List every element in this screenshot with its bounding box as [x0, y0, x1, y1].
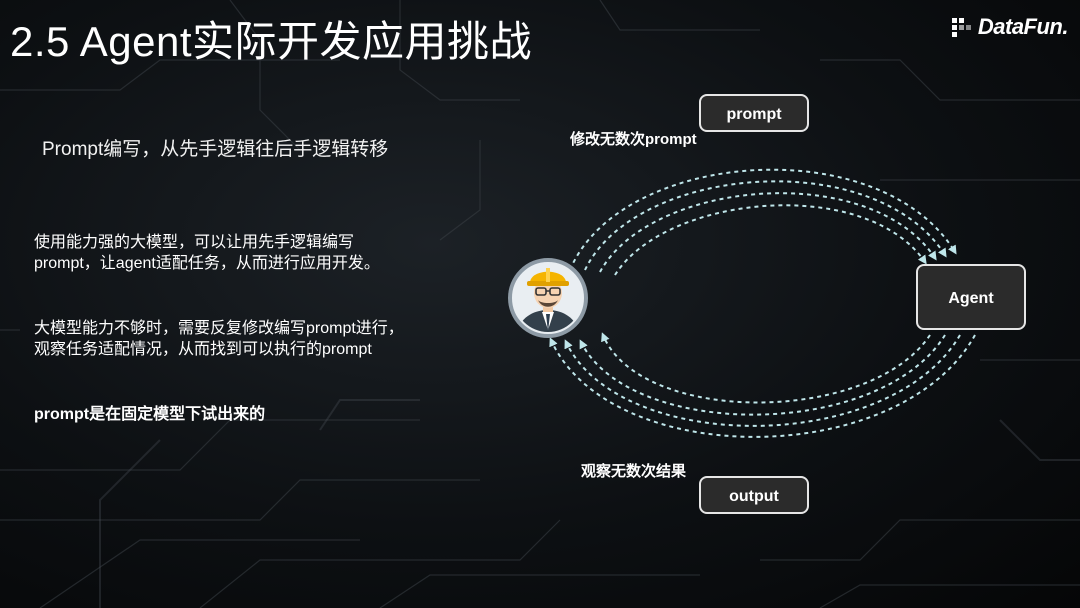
agent-node: Agent	[916, 264, 1026, 330]
prompt-node-label: prompt	[726, 106, 782, 123]
subtitle: Prompt编写，从先手逻辑往后手逻辑转移	[42, 139, 389, 160]
annotation-modify-prompt: 修改无数次prompt	[569, 130, 697, 148]
upper-arrow-1	[569, 168, 957, 271]
lower-arrow-2	[564, 334, 961, 427]
page-title: 2.5 Agent实际开发应用挑战	[10, 18, 532, 65]
datafun-logo-mark-icon	[951, 18, 971, 37]
annotation-observe-results: 观察无数次结果	[581, 462, 687, 480]
paragraph-strong-model: 使用能力强的大模型，可以让用先手逻辑编写prompt，让agent适配任务，从而…	[34, 234, 380, 272]
paragraph-weak-model: 大模型能力不够时，需要反复修改编写prompt进行，观察任务适配情况，从而找到可…	[34, 320, 404, 358]
upper-arrow-4	[614, 204, 927, 276]
output-node: output	[699, 476, 809, 514]
output-node-label: output	[729, 488, 779, 505]
upper-dashed-arrows	[569, 168, 957, 276]
upper-arrow-3	[599, 192, 937, 273]
prompt-node: prompt	[699, 94, 809, 132]
paragraph-conclusion: prompt是在固定模型下试出来的	[34, 406, 266, 423]
engineer-hardhat-icon	[508, 258, 588, 338]
datafun-logo: DataFun.	[950, 14, 1069, 40]
lower-dashed-arrows	[549, 332, 976, 438]
lower-arrow-4	[601, 332, 931, 404]
agent-node-label: Agent	[948, 290, 994, 307]
lower-arrow-1	[549, 334, 976, 438]
datafun-logo-text: DataFun.	[977, 14, 1069, 39]
upper-arrow-2	[584, 180, 947, 271]
